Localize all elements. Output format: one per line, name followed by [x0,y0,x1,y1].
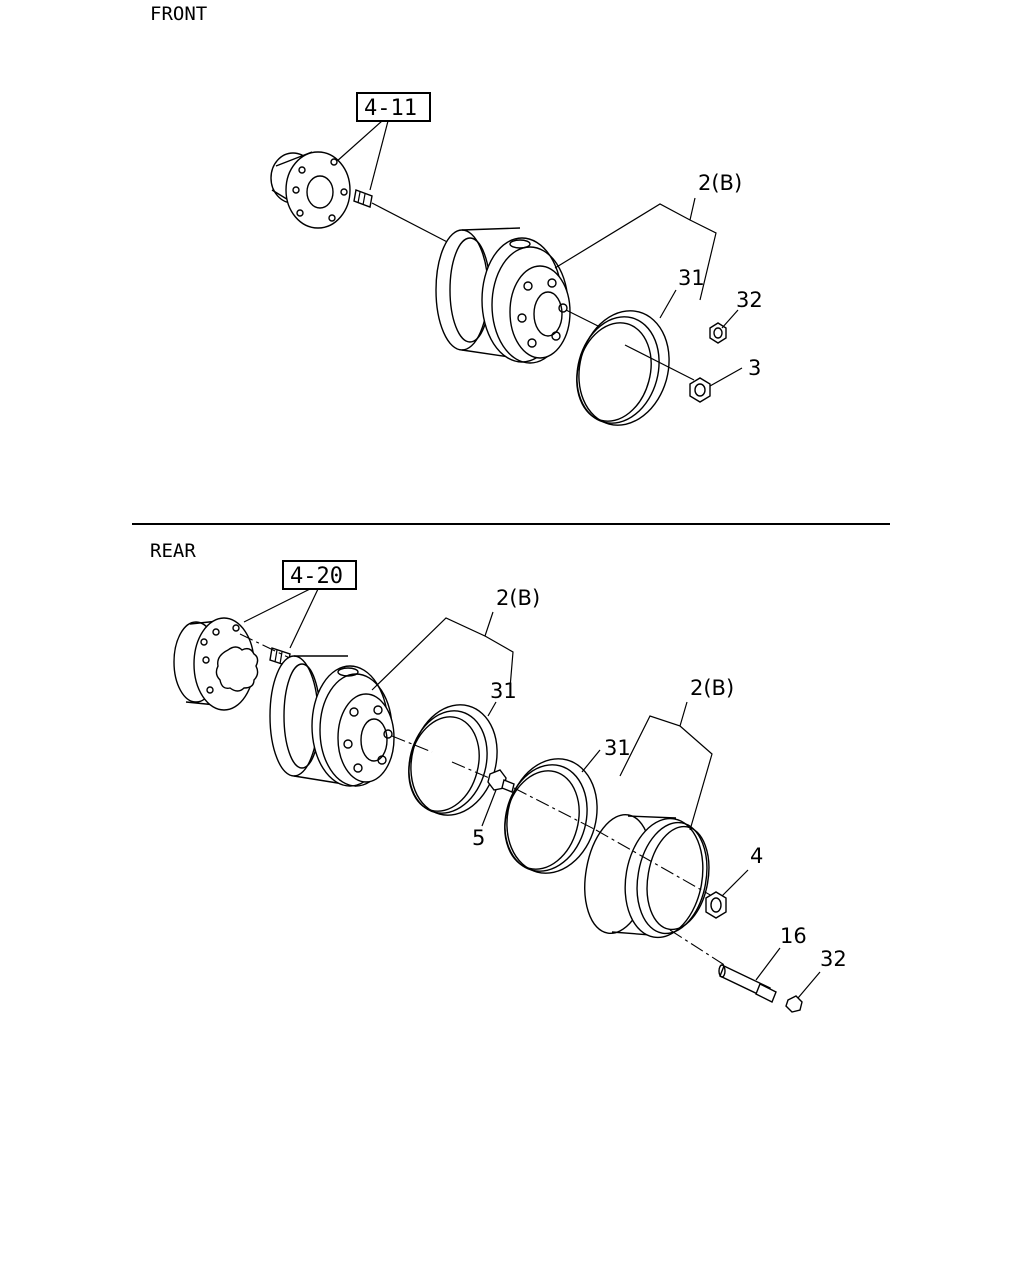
rear-inner-wheel-bracket [371,611,514,691]
front-callout-ring[interactable]: 31 [678,266,705,290]
rear-spacer [718,964,777,1003]
front-callout-cap-nut[interactable]: 32 [736,288,763,312]
rear-wheel-nut [705,891,727,919]
rear-axis-line-4 [513,787,597,831]
rear-callout-cap-nut[interactable]: 32 [820,947,847,971]
front-reference-box[interactable]: 4-11 [356,92,431,122]
rear-ref-leader-hub [243,588,311,623]
front-wheel-bracket [554,197,717,301]
rear-inner-wheel [269,655,395,787]
rear-stud [487,769,515,793]
rear-axis-line-6 [669,929,727,967]
rear-reference-label: 4-20 [290,564,343,589]
rear-axis-line-5 [595,829,713,897]
front-wheel [435,227,571,364]
rear-callout-outer-wheel[interactable]: 2(B) [690,676,734,700]
rear-hub [173,617,259,711]
rear-callout-inner-wheel[interactable]: 2(B) [496,586,540,610]
front-ref-leader-hub [335,120,383,163]
rear-callout-outer-ring[interactable]: 31 [604,736,631,760]
rear-inner-ring [408,704,498,816]
front-ring-leader [659,289,677,319]
rear-axis-line-2 [391,735,433,753]
front-callout-wheel[interactable]: 2(B) [698,171,742,195]
front-section-title: FRONT [150,3,207,25]
front-wheel-nut-leader [709,367,743,387]
front-ring [576,310,670,426]
rear-callout-spacer[interactable]: 16 [780,924,807,948]
front-cap-nut-leader [721,309,739,329]
front-wheel-nut [689,377,711,403]
front-reference-label: 4-11 [364,96,417,121]
rear-spacer-leader [755,947,781,981]
rear-cap-nut [785,995,803,1013]
rear-callout-inner-ring[interactable]: 31 [490,679,517,703]
rear-axis-line-3 [451,761,495,781]
rear-section-title: REAR [150,540,196,562]
front-axis-line-3 [624,344,695,381]
rear-wheel-nut-leader [721,869,749,897]
front-callout-wheel-nut[interactable]: 3 [748,356,761,380]
rear-callout-wheel-nut[interactable]: 4 [750,844,763,868]
front-hub [270,151,351,229]
rear-outer-wheel [584,813,710,939]
rear-stud-leader [481,789,497,827]
rear-cap-nut-leader [797,971,821,999]
rear-reference-box[interactable]: 4-20 [282,560,357,590]
front-ref-leader-stud [369,120,389,191]
rear-outer-ring [504,758,598,874]
front-axis-line-2 [565,309,599,327]
front-hub-stud [353,189,373,208]
front-axis-line-1 [371,202,456,247]
rear-outer-wheel-bracket [619,701,713,831]
rear-outer-ring-leader [581,749,601,773]
rear-callout-stud[interactable]: 5 [472,826,485,850]
rear-ref-leader-stud [289,588,319,649]
rear-inner-ring-leader [487,701,497,717]
